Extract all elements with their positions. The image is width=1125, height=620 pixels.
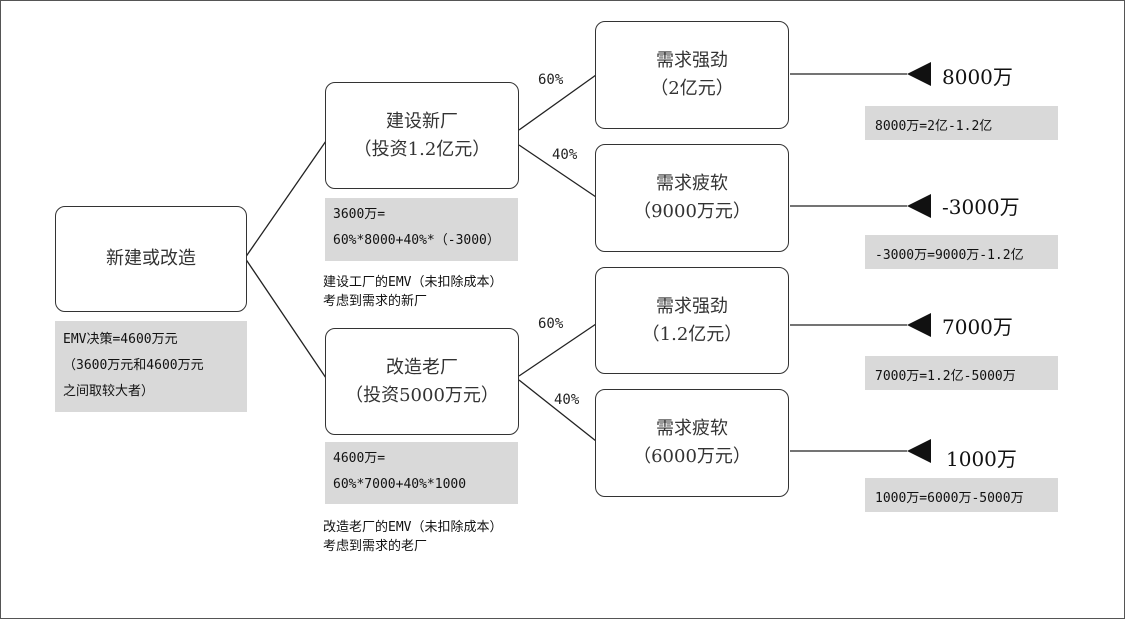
root-note-line-1: EMV决策=4600万元 xyxy=(63,332,178,347)
payoff-value-2: -3000万 xyxy=(942,195,1020,219)
terminal-triangle-3 xyxy=(907,313,931,337)
root-note-line-2: （3600万元和4600万元 xyxy=(63,358,204,373)
outcome-2-sub: （9000万元） xyxy=(633,201,751,222)
connector-b-o3 xyxy=(518,323,597,377)
branch-new-plant-node: 建设新厂 （投资1.2亿元） xyxy=(325,82,519,189)
branch-renovate-plant-node: 改造老厂 （投资5000万元） xyxy=(325,328,519,435)
payoff-value-3: 7000万 xyxy=(942,315,1013,339)
prob-label-4: 40% xyxy=(554,392,580,408)
branch-b-note-line-2: 60%*7000+40%*1000 xyxy=(333,477,467,492)
branch-a-title: 建设新厂 xyxy=(386,110,458,132)
outcome-4-sub: （6000万元） xyxy=(633,446,751,467)
branch-a-note-line-2: 60%*8000+40%*（-3000） xyxy=(333,233,500,248)
payoff-calc-3: 7000万=1.2亿-5000万 xyxy=(865,356,1058,390)
connector-root-b xyxy=(244,257,327,379)
outcome-node-3: 需求强劲 （1.2亿元） xyxy=(595,267,789,374)
branch-a-caption-line-1: 建设工厂的EMV（未扣除成本） xyxy=(323,275,503,290)
payoff-calc-1: 8000万=2亿-1.2亿 xyxy=(865,106,1058,140)
outcome-node-4: 需求疲软 （6000万元） xyxy=(595,389,789,497)
outcome-2-title: 需求疲软 xyxy=(656,173,728,194)
root-label: 新建或改造 xyxy=(106,248,196,269)
connector-root-a xyxy=(244,140,327,259)
terminal-triangle-1 xyxy=(907,62,931,86)
branch-b-caption-line-1: 改造老厂的EMV（未扣除成本） xyxy=(323,520,503,535)
terminal-triangle-4 xyxy=(907,439,931,463)
branch-a-note-line-1: 3600万= xyxy=(333,207,386,222)
branch-b-emv-note: 4600万= 60%*7000+40%*1000 xyxy=(325,442,518,504)
connector-a-o2 xyxy=(518,144,597,198)
outcome-3-sub: （1.2亿元） xyxy=(641,323,743,345)
outcome-3-title: 需求强劲 xyxy=(656,295,728,317)
prob-label-1: 60% xyxy=(538,72,564,88)
prob-label-2: 40% xyxy=(552,147,578,163)
branch-a-emv-note: 3600万= 60%*8000+40%*（-3000） xyxy=(325,198,518,261)
connector-b-o4 xyxy=(518,379,597,442)
outcome-node-1: 需求强劲 （2亿元） xyxy=(595,21,789,129)
outcome-1-sub: （2亿元） xyxy=(650,78,734,99)
outcome-node-2: 需求疲软 （9000万元） xyxy=(595,144,789,252)
branch-a-sub: （投资1.2亿元） xyxy=(353,138,491,160)
branch-b-sub: （投资5000万元） xyxy=(345,384,499,406)
root-note-line-3: 之间取较大者） xyxy=(63,384,155,399)
prob-label-3: 60% xyxy=(538,316,564,332)
payoff-value-1: 8000万 xyxy=(942,65,1013,89)
branch-a-caption: 建设工厂的EMV（未扣除成本） 考虑到需求的新厂 xyxy=(323,273,502,311)
branch-b-caption: 改造老厂的EMV（未扣除成本） 考虑到需求的老厂 xyxy=(323,518,502,556)
root-emv-note: EMV决策=4600万元 （3600万元和4600万元 之间取较大者） xyxy=(55,321,247,412)
terminal-triangle-2 xyxy=(907,194,931,218)
payoff-calc-2: -3000万=9000万-1.2亿 xyxy=(865,235,1058,269)
outcome-1-title: 需求强劲 xyxy=(656,50,728,71)
outcome-4-title: 需求疲软 xyxy=(656,418,728,439)
root-decision-node: 新建或改造 xyxy=(55,206,247,312)
branch-b-note-line-1: 4600万= xyxy=(333,451,386,466)
connector-a-o1 xyxy=(518,74,597,131)
branch-b-caption-line-2: 考虑到需求的老厂 xyxy=(323,539,428,554)
payoff-calc-4: 1000万=6000万-5000万 xyxy=(865,478,1058,512)
branch-a-caption-line-2: 考虑到需求的新厂 xyxy=(323,294,428,309)
branch-b-title: 改造老厂 xyxy=(386,356,458,378)
payoff-value-4: 1000万 xyxy=(946,447,1017,471)
